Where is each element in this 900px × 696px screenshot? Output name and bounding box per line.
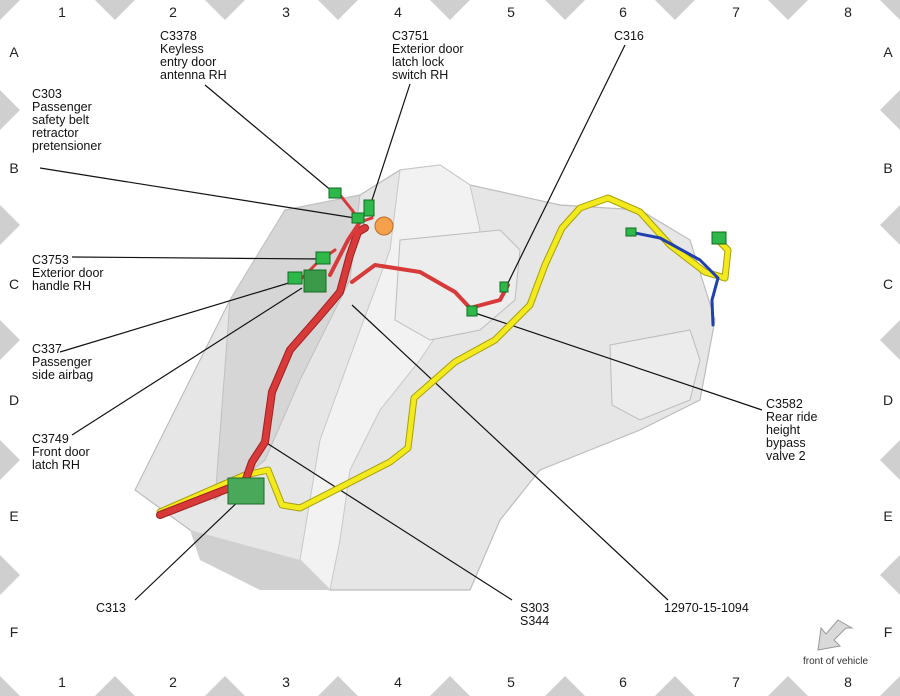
callout-c3749: C3749 Front door latch RH bbox=[32, 432, 90, 472]
grid-col-bottom-3: 3 bbox=[282, 674, 290, 690]
blue-harness bbox=[628, 230, 720, 327]
grid-row-right-b: B bbox=[883, 160, 893, 176]
grid-col-top-3: 3 bbox=[282, 4, 290, 20]
grid-col-top-1: 1 bbox=[58, 4, 66, 20]
grid-col-bottom-8: 8 bbox=[844, 674, 852, 690]
grid-col-bottom-6: 6 bbox=[619, 674, 627, 690]
figure-id: 12970-15-1094 bbox=[664, 601, 749, 615]
connector-c316 bbox=[499, 281, 509, 293]
grid-row-right-a: A bbox=[883, 44, 893, 60]
callout-s303-s344: S303 S344 bbox=[520, 601, 550, 628]
grid-col-top-7: 7 bbox=[732, 4, 740, 20]
callout-c316: C316 bbox=[614, 29, 644, 43]
connector-c313 bbox=[227, 477, 265, 505]
connector-c3582 bbox=[466, 305, 478, 317]
connectors bbox=[227, 187, 727, 505]
front-of-vehicle-label: front of vehicle bbox=[803, 656, 869, 667]
connector-c3751 bbox=[363, 199, 375, 217]
grid-row-right-e: E bbox=[883, 508, 893, 524]
connector-c337 bbox=[287, 271, 303, 285]
connector-orange bbox=[374, 216, 394, 236]
connector-c303 bbox=[351, 212, 365, 224]
grid-row-left-b: B bbox=[9, 160, 19, 176]
grid-col-bottom-1: 1 bbox=[58, 674, 66, 690]
grid-row-right-c: C bbox=[882, 276, 894, 292]
callout-c3751: C3751 Exterior door latch lock switch RH bbox=[392, 29, 464, 82]
grid-row-left-c: C bbox=[8, 276, 20, 292]
grid-col-bottom-2: 2 bbox=[169, 674, 177, 690]
grid-col-bottom-5: 5 bbox=[507, 674, 515, 690]
leader-lines bbox=[39, 44, 763, 601]
grid-col-top-8: 8 bbox=[844, 4, 852, 20]
grid-row-left-e: E bbox=[9, 508, 19, 524]
callout-c313: C313 bbox=[96, 601, 126, 615]
grid-row-left-a: A bbox=[9, 44, 19, 60]
grid-col-bottom-7: 7 bbox=[732, 674, 740, 690]
grid-row-left-f: F bbox=[9, 624, 19, 640]
connector-c3753 bbox=[315, 251, 331, 265]
callout-c3582: C3582 Rear ride height bypass valve 2 bbox=[766, 397, 818, 463]
grid-row-right-d: D bbox=[882, 392, 894, 408]
grid-col-top-2: 2 bbox=[169, 4, 177, 20]
grid-col-top-5: 5 bbox=[507, 4, 515, 20]
grid-row-right-f: F bbox=[883, 624, 893, 640]
connector-blue-end bbox=[625, 227, 637, 237]
grid-col-top-6: 6 bbox=[619, 4, 627, 20]
connector-yellow-end bbox=[711, 231, 727, 245]
harnesses bbox=[156, 193, 732, 519]
callout-c303: C303 Passenger safety belt retractor pre… bbox=[32, 87, 102, 153]
grid-col-top-4: 4 bbox=[394, 4, 402, 20]
arrow-down-left-icon bbox=[817, 619, 854, 651]
callout-c3753: C3753 Exterior door handle RH bbox=[32, 253, 104, 293]
grid-col-bottom-4: 4 bbox=[394, 674, 402, 690]
connector-c3749 bbox=[303, 269, 327, 293]
grid-row-left-d: D bbox=[8, 392, 20, 408]
connector-c3378 bbox=[328, 187, 342, 199]
callout-c3378: C3378 Keyless entry door antenna RH bbox=[160, 29, 227, 82]
callout-c337: C337 Passenger side airbag bbox=[32, 342, 94, 382]
